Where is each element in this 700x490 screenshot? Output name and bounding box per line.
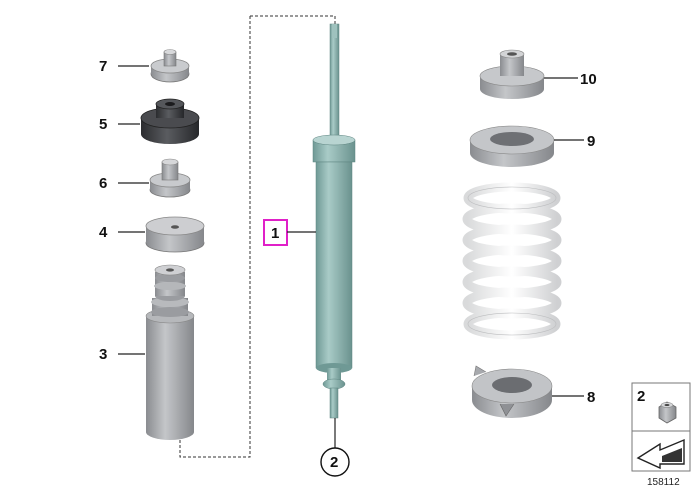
callout-10[interactable]: 10 bbox=[580, 71, 597, 88]
part-9-spring-pad[interactable] bbox=[469, 125, 555, 167]
part-6-bush[interactable] bbox=[149, 158, 191, 198]
callout-2-circle bbox=[320, 447, 350, 477]
callout-6[interactable]: 6 bbox=[99, 175, 107, 192]
part-7-top-nut[interactable] bbox=[150, 49, 190, 83]
coil-spring[interactable] bbox=[462, 182, 562, 340]
image-number: 158112 bbox=[647, 477, 680, 488]
inset-callout-2[interactable]: 2 bbox=[637, 388, 645, 405]
callout-3[interactable]: 3 bbox=[99, 346, 107, 363]
inset-panel: 2 bbox=[631, 382, 691, 472]
part-5-rubber-mount[interactable] bbox=[140, 98, 200, 144]
callout-4[interactable]: 4 bbox=[99, 224, 108, 241]
part-10-upper-spring-seat[interactable] bbox=[479, 49, 545, 99]
callout-7[interactable]: 7 bbox=[99, 58, 107, 75]
callout-5[interactable]: 5 bbox=[99, 116, 107, 133]
part-1-shock-absorber[interactable] bbox=[312, 23, 356, 419]
part-8-lower-spring-seat[interactable] bbox=[471, 365, 553, 418]
callout-9[interactable]: 9 bbox=[587, 133, 595, 150]
part-4-protective-cap[interactable] bbox=[145, 216, 205, 253]
hex-nut-icon bbox=[658, 401, 677, 424]
part-3-bump-stop[interactable] bbox=[145, 264, 195, 440]
direction-arrow-icon bbox=[636, 438, 685, 470]
callout-2[interactable]: 2 bbox=[330, 454, 338, 471]
callout-8[interactable]: 8 bbox=[587, 389, 595, 406]
callout-1[interactable]: 1 bbox=[271, 225, 279, 242]
